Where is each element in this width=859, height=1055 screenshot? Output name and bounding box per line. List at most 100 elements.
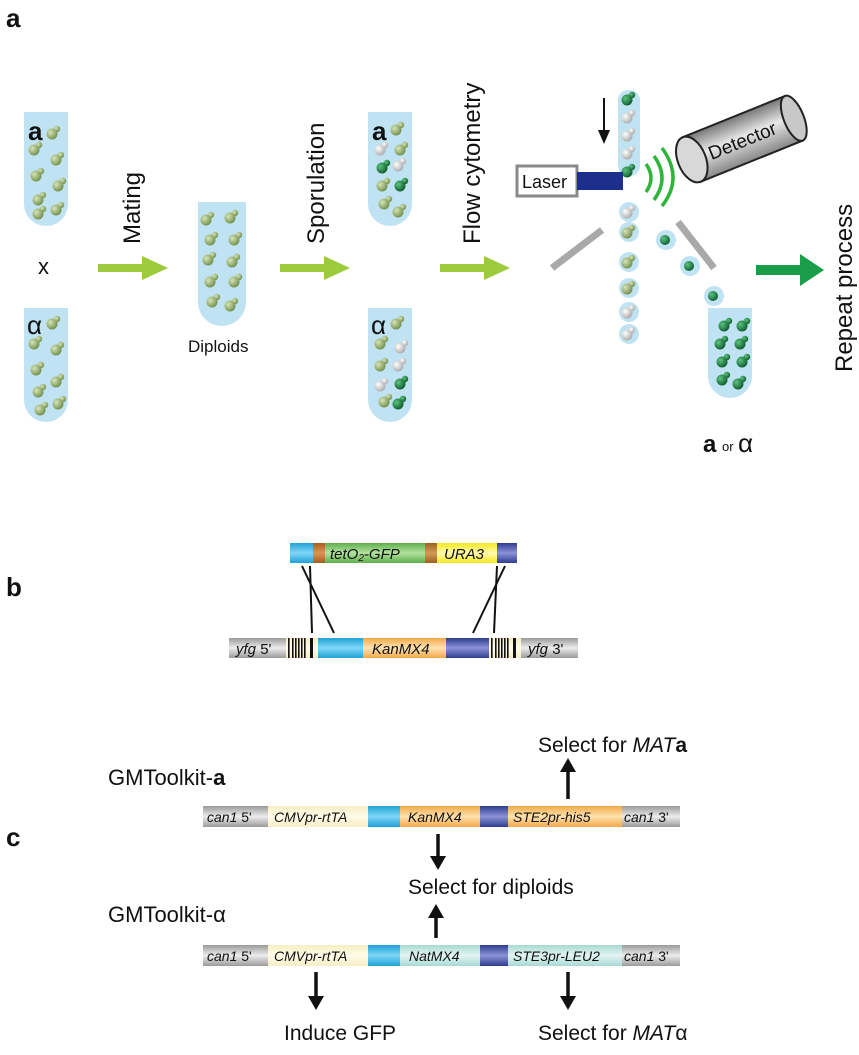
laser-label: Laser [522,172,567,192]
homology-bar [292,638,294,658]
yeast-bud [628,304,636,312]
yeast-bud [723,353,731,361]
yeast-bud [741,335,749,343]
crossover-lines [301,565,506,634]
homology-bar [295,638,297,658]
yeast-bud [721,335,729,343]
yeast-bud [59,177,67,185]
yeast-bud [401,177,409,185]
yeast-bud [35,335,43,343]
yeast-bud [401,141,409,149]
select-matalpha-label: Select for MATα [538,1022,687,1045]
yeast-bud [381,357,389,365]
yeast-bud [399,203,407,211]
yeast-bud [57,151,65,159]
spores-sorted [714,317,751,390]
yeast-bud [628,326,636,334]
flow-cytometer: Laser Detector [515,90,808,344]
homology-bars-left [288,638,313,658]
select-matalpha-arrow [560,972,576,1010]
yeast-bud [57,341,65,349]
yeast-bud [628,224,636,232]
yeast-bud [385,195,393,203]
row-a-left-label: can1 5' [207,809,252,825]
homology-bar [495,638,497,658]
yeast-bud [628,204,636,212]
yeast-bud [39,205,47,213]
homology-bar [504,638,506,658]
yeast-bud [235,231,243,239]
homology-bars-right [491,638,516,658]
yeast-bud [399,395,407,403]
yeast-bud [383,159,391,167]
toolkit-alpha-label: GMToolkit-α [108,902,226,927]
yeast-bud [57,373,65,381]
locus-left-label: yfg 5' [235,641,272,658]
detector: Detector [674,94,808,184]
select-diploids-down-arrow [430,834,446,870]
sorted-alpha-label: α [738,428,753,458]
tube-spores-alpha: α [368,308,412,422]
homology-bar [310,638,313,658]
mating-arrow [98,256,168,280]
panel-label-c: c [6,822,20,852]
tube-sorted [708,308,752,398]
cross-symbol: x [38,254,49,279]
tube-spores-alpha-label: α [371,310,386,340]
row-alpha-left-label: can1 5' [207,948,252,964]
mating-label: Mating [119,172,146,244]
yeast-bud [233,253,241,261]
yeast-bud [53,315,61,323]
yeast-bud [207,211,215,219]
yeast-bud [381,377,389,385]
yeast-bud [231,209,239,217]
toolkit-alpha-construct: can1 5' CMVpr-rtTA NatMX4 STE3pr-LEU2 ca… [203,945,680,966]
homology-bar [288,638,290,658]
laser-beam [577,172,623,190]
deflection-plate-right [675,219,717,271]
tube-mat-alpha: α [24,308,68,422]
yeast-bud [628,280,636,288]
select-diploids-up-arrow [428,904,444,938]
tube-mat-a-label: a [28,116,43,146]
toolkit-a-label: GMToolkit-a [108,765,226,790]
yeast-bud [39,383,47,391]
locus-marker-label: KanMX4 [372,641,430,658]
yeast-bud [37,167,45,175]
yeast-bud [399,357,407,365]
yeast-bud [397,315,405,323]
yeast-bud [381,141,389,149]
repeat-arrow [756,254,824,286]
homology-bar [491,638,493,658]
yeast-bud [385,393,393,401]
flow-cytometry-label: Flow cytometry [459,83,486,244]
yeast-bud [41,401,49,409]
homology-bar [298,638,300,658]
yeast-bud [723,371,731,379]
yeast-bud [628,254,636,262]
tube-mat-a: a [24,112,68,226]
homology-bar [507,638,509,658]
row-alpha-marker-label: NatMX4 [409,948,460,964]
repeat-label: Repeat process [831,204,858,372]
emission-arcs [644,146,675,208]
homology-bar [498,638,500,658]
sorted-or-label: or [722,439,734,454]
stream-cells [619,91,639,344]
spores-sporulated-alpha [374,315,409,410]
induce-gfp-label: Induce GFP [284,1022,396,1045]
yeast-bud [35,141,43,149]
yeast-bud [401,339,409,347]
cassette-marker-label: URA3 [444,546,485,563]
select-mata-arrow [560,758,576,799]
panel-label-b: b [6,572,22,602]
toolkit-a-construct: can1 5' CMVpr-rtTA KanMX4 STE2pr-his5 ca… [203,806,680,827]
yeast-bud [628,91,636,99]
row-a-selector-label: STE2pr-his5 [513,809,591,825]
spores-mat-alpha [28,315,67,416]
row-alpha-promoter-label: CMVpr-rtTA [274,948,347,964]
tube-diploids [198,202,246,326]
yeast-bud [401,375,409,383]
yeast-bud [628,127,636,135]
